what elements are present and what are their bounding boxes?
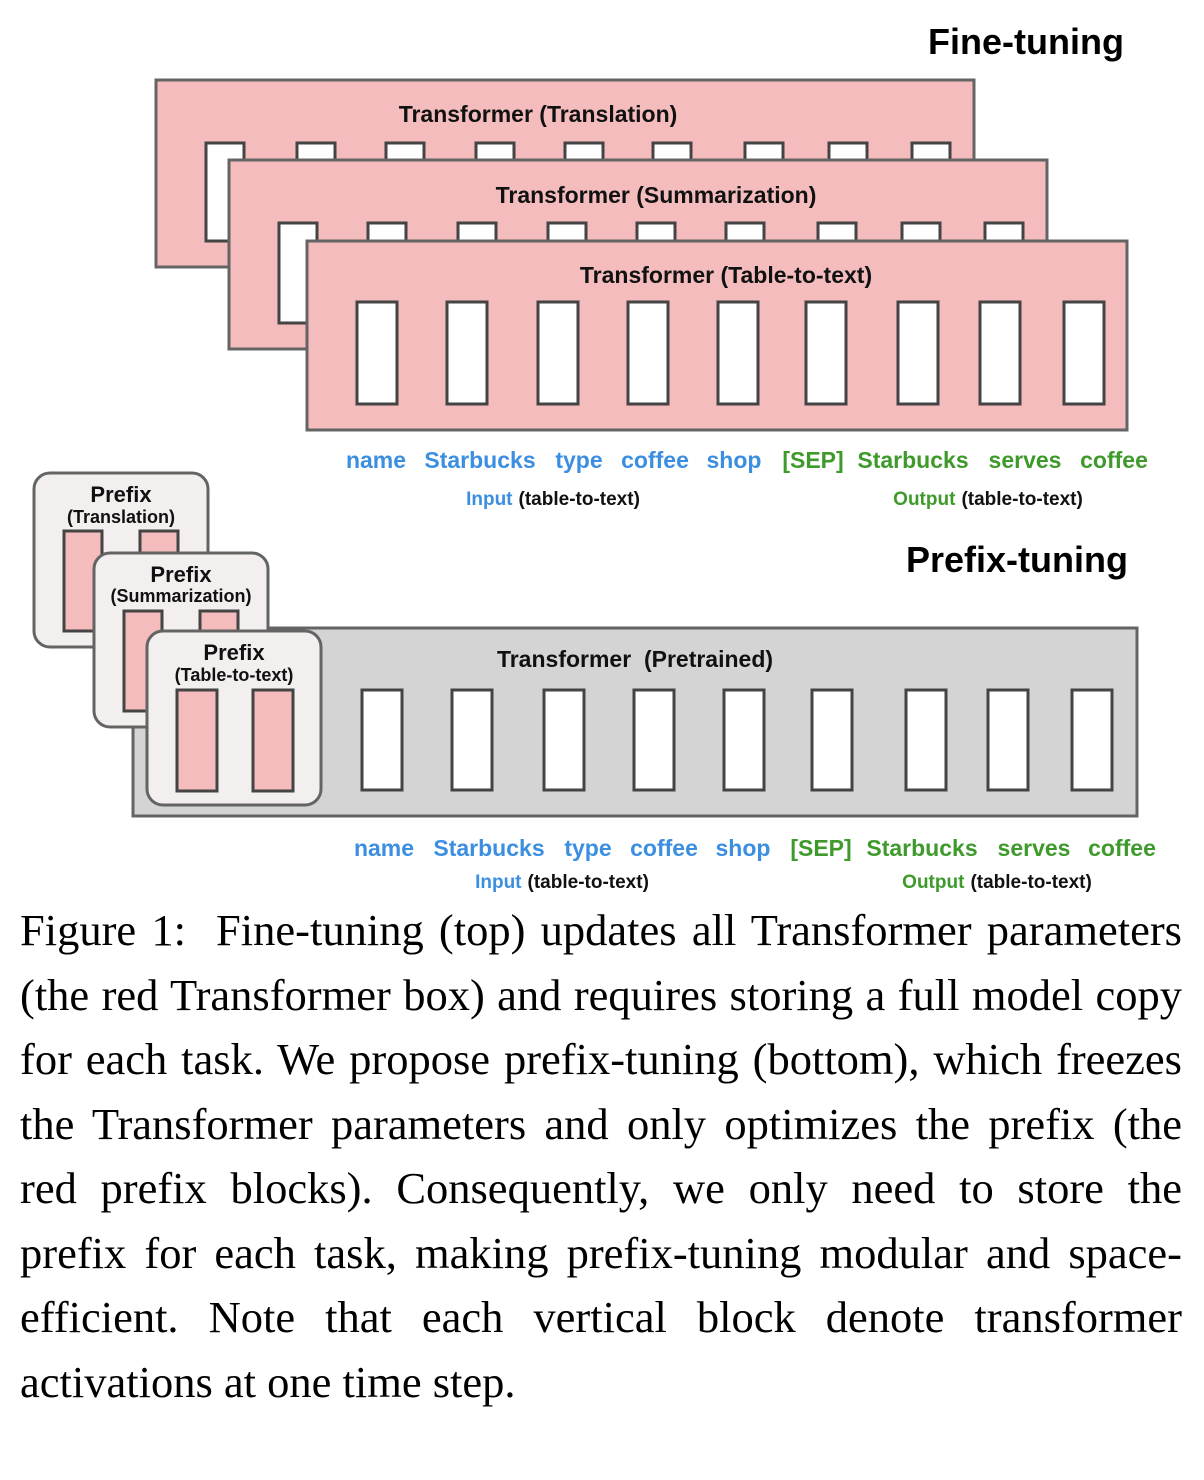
token: coffee (1080, 447, 1148, 473)
transformer-summarization-label: Transformer (Summarization) (496, 182, 817, 208)
table-to-text-activations (355, 300, 1106, 406)
token: Starbucks (424, 447, 535, 473)
transformer-table-to-text: Transformer (Table-to-text) (305, 239, 1129, 432)
prefix-table-to-text-task: (Table-to-text) (175, 665, 294, 685)
token: [SEP] (790, 835, 851, 861)
figure-caption: Figure 1:Fine-tuning (top) updates all T… (20, 898, 1182, 1414)
token: Starbucks (857, 447, 968, 473)
prefix-tuning-diagram: Fine-tuning Transformer (Translation) Tr… (32, 21, 1156, 893)
token: Starbucks (866, 835, 977, 861)
finetuning-output-label: Output(table-to-text) (893, 489, 1083, 510)
prefixtuning-input-label: Input(table-to-text) (475, 872, 649, 893)
token: type (564, 835, 611, 861)
pretrained-activations (360, 688, 1114, 792)
token: coffee (630, 835, 698, 861)
token: name (354, 835, 414, 861)
finetuning-input-label: Input(table-to-text) (466, 489, 640, 510)
figure-label: Figure 1: (20, 905, 187, 955)
token: coffee (621, 447, 689, 473)
prefix-table-to-text: Prefix (Table-to-text) (145, 629, 323, 807)
token: shop (716, 835, 771, 861)
finetuning-tokens: name Starbucks type coffee shop [SEP] St… (346, 447, 1148, 473)
prefixtuning-tokens: name Starbucks type coffee shop [SEP] St… (354, 835, 1156, 861)
token: [SEP] (782, 447, 843, 473)
prefix-activation (251, 688, 295, 793)
prefixtuning-title: Prefix-tuning (906, 539, 1128, 580)
prefix-summarization-task: (Summarization) (110, 586, 251, 606)
prefix-translation-title: Prefix (90, 482, 152, 507)
token: shop (707, 447, 762, 473)
transformer-pretrained-label: Transformer (Pretrained) (497, 646, 773, 672)
token: coffee (1088, 835, 1156, 861)
prefix-table-to-text-title: Prefix (203, 640, 265, 665)
finetuning-title: Fine-tuning (928, 21, 1124, 62)
caption-text: Fine-tuning (top) updates all Transforme… (20, 905, 1182, 1407)
transformer-pretrained: Transformer (Pretrained) (131, 626, 1139, 818)
prefix-translation-task: (Translation) (67, 507, 175, 527)
token: type (555, 447, 602, 473)
prefix-activation (175, 688, 219, 793)
token: serves (989, 447, 1062, 473)
transformer-translation-label: Transformer (Translation) (399, 101, 678, 127)
token: serves (998, 835, 1071, 861)
token: Starbucks (433, 835, 544, 861)
transformer-table-to-text-label: Transformer (Table-to-text) (580, 262, 872, 288)
prefix-summarization-title: Prefix (150, 562, 212, 587)
token: name (346, 447, 406, 473)
prefixtuning-output-label: Output(table-to-text) (902, 872, 1092, 893)
